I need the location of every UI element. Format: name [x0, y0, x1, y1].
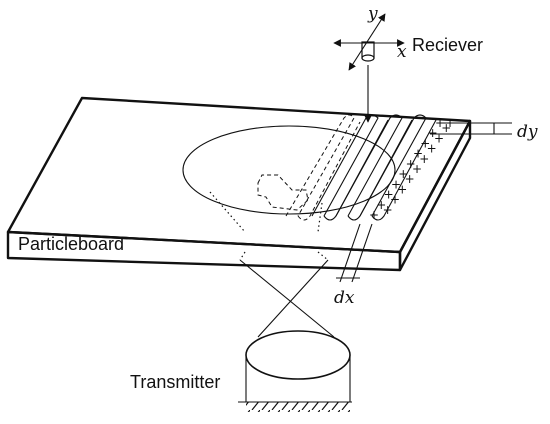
grid-marker: +	[384, 188, 394, 202]
grid-marker: +	[383, 203, 393, 217]
grid-markers: ++++++++++++++++++++	[369, 116, 455, 222]
particleboard-slab	[6, 96, 472, 272]
scan-area-ellipse	[182, 125, 396, 215]
ground-hatch	[246, 402, 350, 412]
grid-marker: +	[413, 147, 423, 161]
defect-outline	[257, 174, 309, 211]
grid-marker: +	[441, 121, 451, 135]
grid-marker: +	[428, 126, 438, 140]
particleboard-label: Particleboard	[18, 234, 124, 254]
grid-marker: +	[376, 198, 386, 212]
grid-marker: +	[427, 142, 437, 156]
grid-marker: +	[434, 131, 444, 145]
grid-marker: +	[391, 177, 401, 191]
dx-dimension: dx	[334, 223, 373, 308]
y-axis-label: y	[367, 4, 378, 24]
scan-path	[285, 114, 437, 221]
dx-label: dx	[334, 288, 355, 308]
receiver-probe: y x	[333, 4, 407, 123]
receiver-label: Reciever	[412, 35, 483, 55]
grid-marker: +	[405, 172, 415, 186]
grid-marker: +	[369, 208, 379, 222]
y-axis-arrow	[348, 13, 386, 71]
dy-dimension: dy	[430, 122, 538, 142]
grid-marker: +	[390, 193, 400, 207]
grid-marker: +	[420, 136, 430, 150]
grid-marker: +	[412, 162, 422, 176]
grid-marker: +	[398, 167, 408, 181]
x-axis-label: x	[397, 42, 407, 62]
projection-lines	[209, 191, 329, 261]
grid-marker: +	[406, 157, 416, 171]
transmitter	[238, 330, 352, 412]
dy-label: dy	[517, 122, 538, 142]
transmitter-face	[245, 330, 351, 380]
transmission-beam	[239, 259, 335, 338]
grid-marker: +	[419, 152, 429, 166]
grid-marker: +	[397, 182, 407, 196]
transmitter-label: Transmitter	[130, 372, 220, 392]
